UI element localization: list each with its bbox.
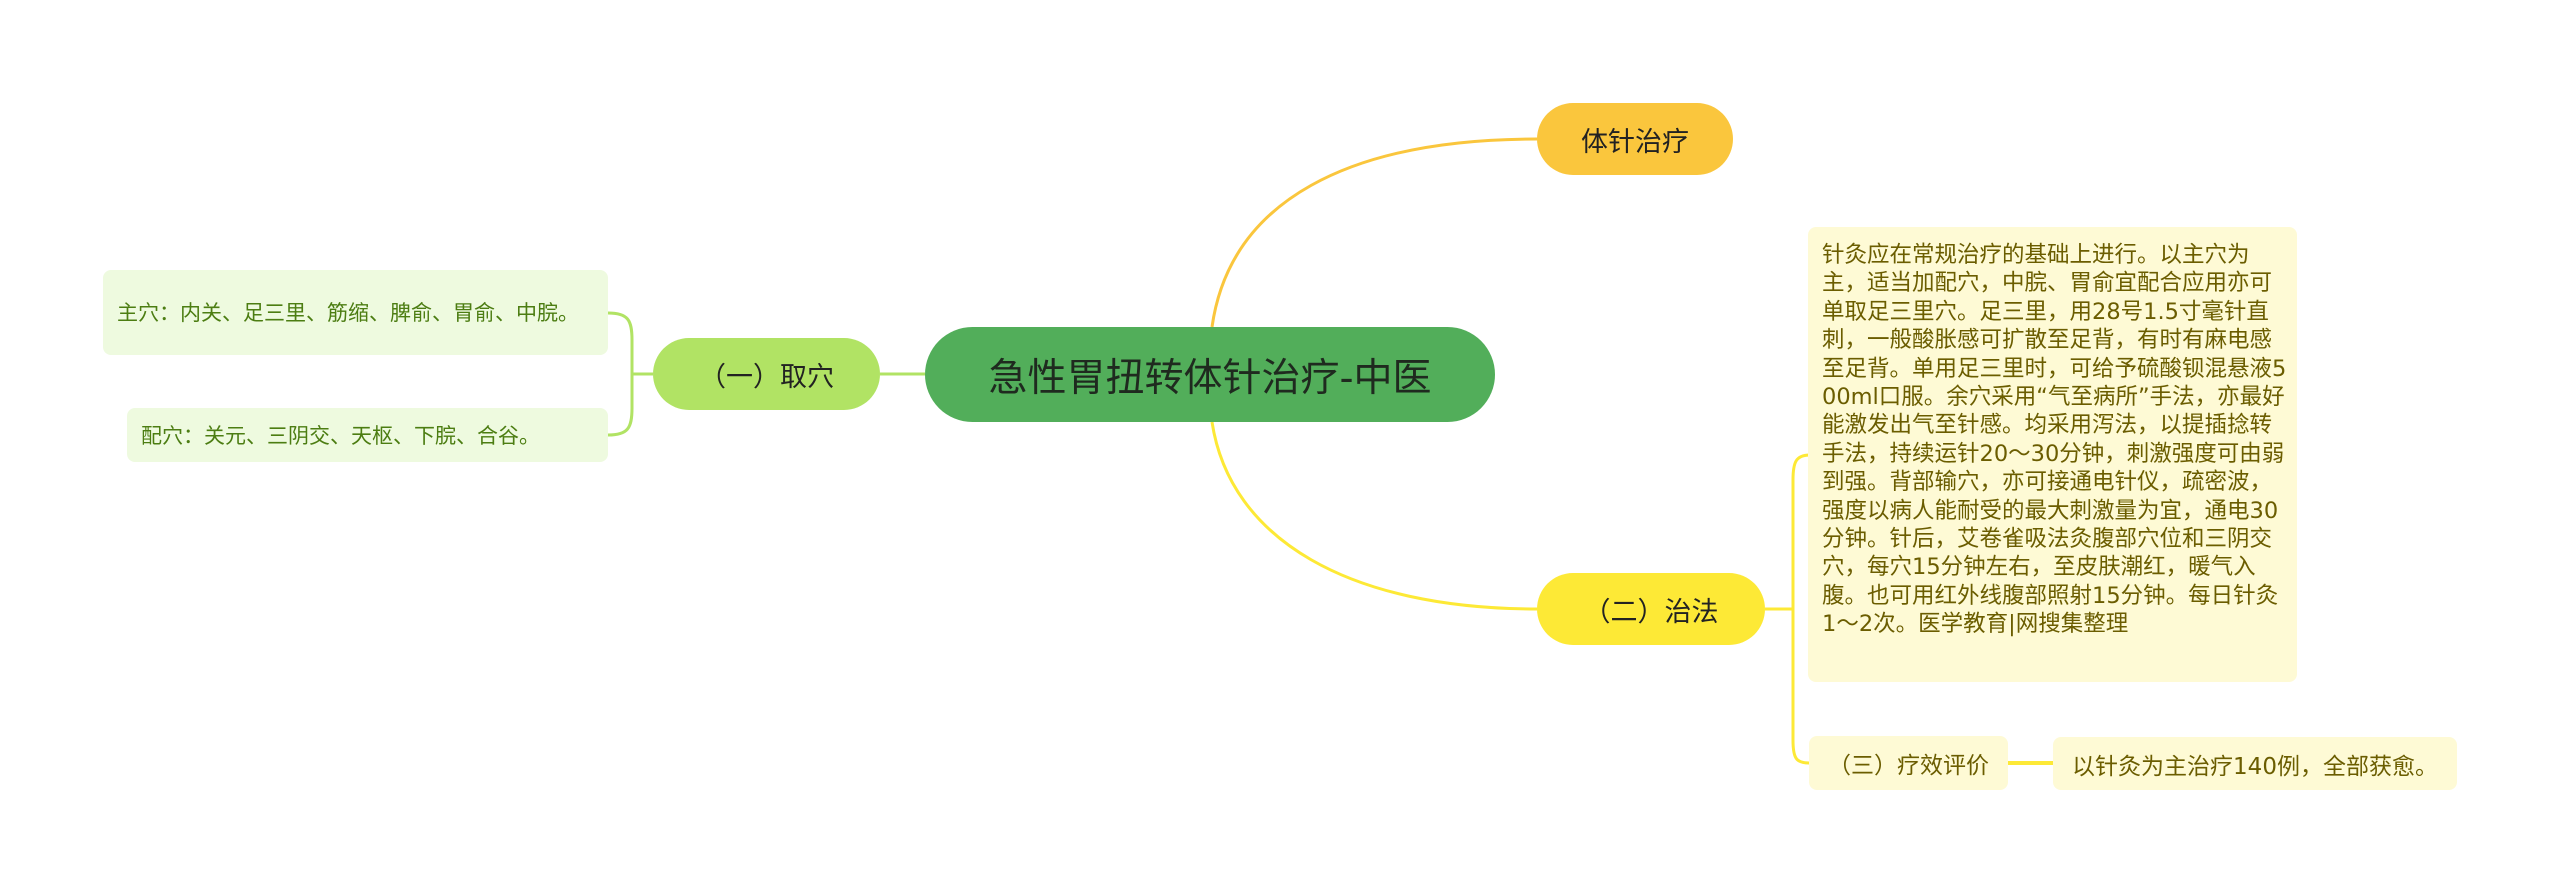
leaf-main-acupoints[interactable]: 主穴：内关、足三里、筋缩、脾俞、胃俞、中脘。 [103,270,608,355]
leaf-label: 配穴：关元、三阴交、天枢、下脘、合谷。 [141,424,540,448]
leaf-label: 主穴：内关、足三里、筋缩、脾俞、胃俞、中脘。 [117,300,579,325]
leaf-secondary-acupoints[interactable]: 配穴：关元、三阴交、天枢、下脘、合谷。 [127,408,608,462]
leaf-treatment-details[interactable]: 针灸应在常规治疗的基础上进行。以主穴为主，适当加配穴，中脘、胃俞宜配合应用亦可单… [1808,227,2297,682]
branch-body-acupuncture[interactable]: 体针治疗 [1537,103,1733,175]
root-node[interactable]: 急性胃扭转体针治疗-中医 [925,327,1495,422]
root-label: 急性胃扭转体针治疗-中医 [988,355,1432,401]
branch-label: （一）取穴 [699,361,834,393]
leaf-label: 针灸应在常规治疗的基础上进行。以主穴为主，适当加配穴，中脘、胃俞宜配合应用亦可单… [1822,242,2287,638]
leaf-efficacy-result[interactable]: 以针灸为主治疗140例，全部获愈。 [2053,737,2457,790]
leaf-label: 以针灸为主治疗140例，全部获愈。 [2072,753,2438,780]
branch-label: （二）治法 [1583,596,1719,628]
branch-acupoint-selection[interactable]: （一）取穴 [653,338,880,410]
node-label: （三）疗效评价 [1828,753,1989,779]
branch-label: 体针治疗 [1581,126,1689,158]
branch-treatment-method[interactable]: （二）治法 [1537,573,1765,645]
node-efficacy-evaluation[interactable]: （三）疗效评价 [1809,736,2008,790]
